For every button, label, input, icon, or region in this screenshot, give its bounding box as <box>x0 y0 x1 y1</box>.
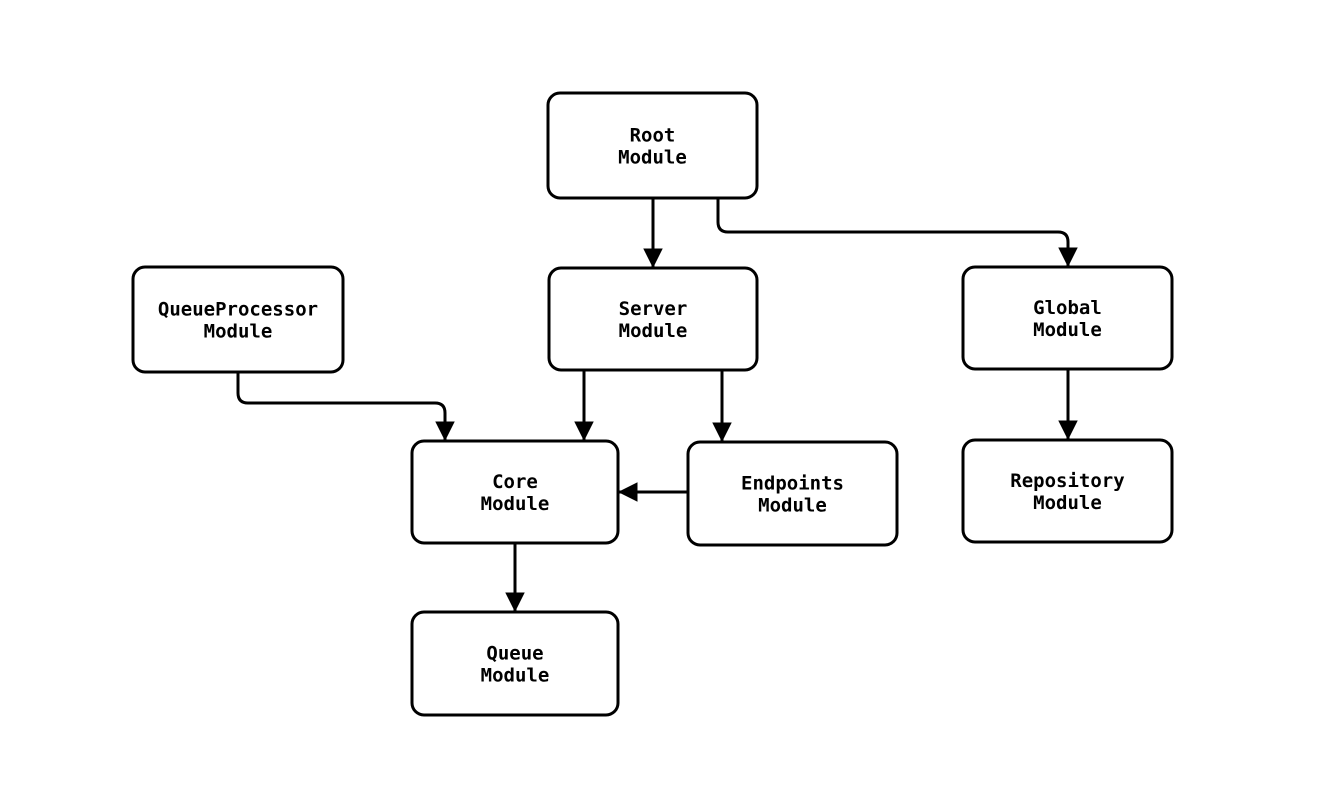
node-repository-box <box>961 438 1174 544</box>
node-server-label-line2: Module <box>619 320 688 342</box>
node-repository-label-line1: Repository <box>1010 470 1124 492</box>
node-endpoints-label-line1: Endpoints <box>741 473 844 495</box>
node-root-box <box>546 91 759 200</box>
node-repository-label-line2: Module <box>1033 492 1102 514</box>
node-core-box <box>410 439 620 545</box>
node-queue-label-line2: Module <box>481 665 550 687</box>
edge-root-global <box>716 198 1078 267</box>
node-queueprocessor-label-line2: Module <box>204 321 273 343</box>
edges-layer <box>236 198 1078 612</box>
node-queueprocessor-box <box>131 265 345 374</box>
node-root-label-line2: Module <box>618 147 687 169</box>
node-global-label-line1: Global <box>1033 297 1102 319</box>
node-core-label-line1: Core <box>492 471 538 493</box>
node-global-label-line2: Module <box>1033 319 1102 341</box>
node-core-label-line2: Module <box>481 493 550 515</box>
node-endpoints-label-line2: Module <box>758 495 827 517</box>
node-root-label-line1: Root <box>630 125 676 147</box>
node-queue-box <box>410 610 620 717</box>
node-server-label-line1: Server <box>619 298 688 320</box>
edge-queueprocessor-core <box>236 372 455 441</box>
node-global-box <box>961 265 1174 371</box>
node-endpoints-box <box>686 440 899 547</box>
node-queueprocessor-label-line1: QueueProcessor <box>158 299 318 321</box>
node-server-box <box>547 266 759 372</box>
node-queue-label-line1: Queue <box>486 643 543 665</box>
